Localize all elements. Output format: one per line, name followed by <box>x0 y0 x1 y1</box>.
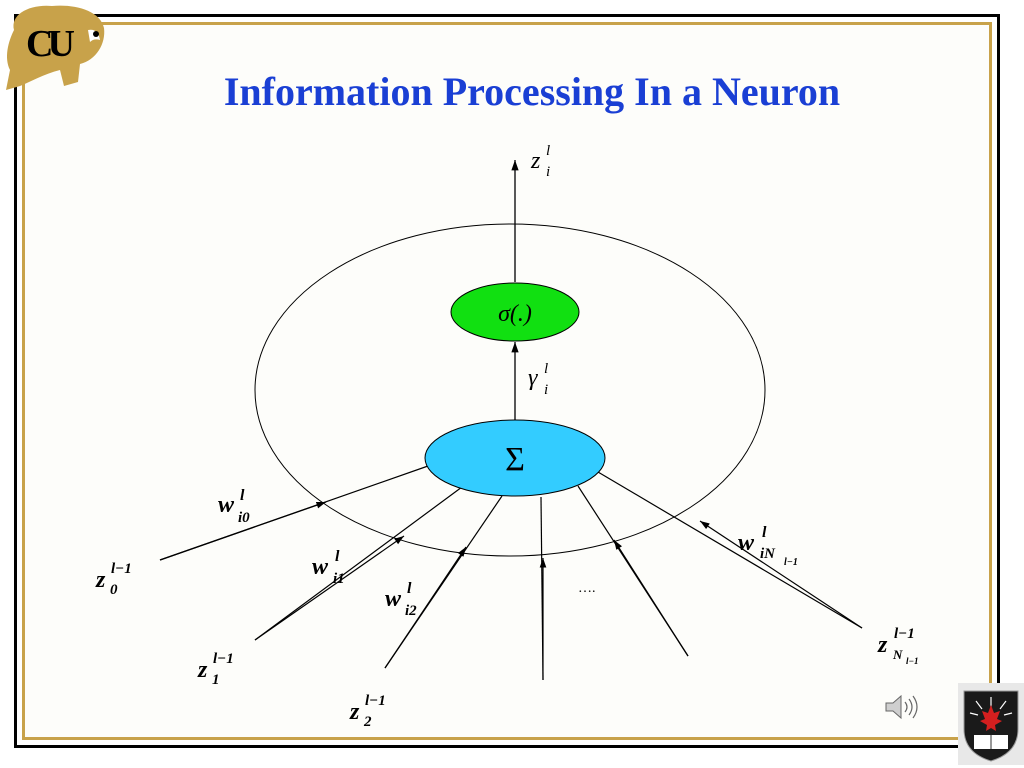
weight-1-sup: l <box>335 548 340 565</box>
input-0-sub: 0 <box>110 582 118 598</box>
slide-border-inner <box>22 22 992 740</box>
input-label-n: z l−1 N l−1 <box>877 626 918 666</box>
input-0-sup: l−1 <box>111 561 132 577</box>
input-label-0: z l−1 0 <box>95 561 132 598</box>
summation-node <box>424 419 606 497</box>
weight-label-2: w l i2 <box>385 580 417 619</box>
activation-label: σ(.) <box>498 301 532 327</box>
weight-0-base: w <box>218 492 235 518</box>
weight-1-sub: i1 <box>333 571 345 587</box>
weight-n-subsub: l−1 <box>784 557 798 568</box>
maple-leaf-crest-logo <box>958 683 1024 765</box>
net-label-base: γ <box>528 365 538 391</box>
input-arrow-0 <box>159 501 327 561</box>
output-label-sup: l <box>546 143 550 159</box>
input-line-1 <box>254 486 463 641</box>
input-arrow-2 <box>384 546 467 669</box>
weight-2-sup: l <box>407 580 412 597</box>
weight-n-base: w <box>738 530 755 556</box>
activation-node <box>450 282 580 342</box>
input-2-sub: 2 <box>363 714 372 730</box>
weight-label-0: w l i0 <box>218 487 250 526</box>
net-label-sup: l <box>544 361 548 377</box>
input-1-sup: l−1 <box>213 651 234 667</box>
ellipsis: …. <box>578 581 596 596</box>
weight-2-sub: i2 <box>405 603 417 619</box>
weight-0-sup: l <box>240 487 245 504</box>
net-label: γ l i <box>528 361 548 398</box>
weight-n-sup: l <box>762 524 767 541</box>
weight-label-n: w l iN l−1 <box>738 524 798 568</box>
cu-logo: CU <box>6 5 105 90</box>
input-2-sup: l−1 <box>365 693 386 709</box>
summation-label: Σ <box>505 441 525 478</box>
input-n-sub: N <box>892 647 903 662</box>
weight-label-1: w l i1 <box>312 548 345 587</box>
input-arrow-4 <box>613 539 689 657</box>
input-line-n <box>597 471 863 629</box>
input-label-2: z l−1 2 <box>349 693 386 730</box>
speaker-icon[interactable] <box>885 694 918 720</box>
input-2-base: z <box>349 699 360 725</box>
weight-2-base: w <box>385 586 402 612</box>
input-arrow-1 <box>254 535 405 641</box>
output-label: z l i <box>530 143 550 180</box>
output-label-sub: i <box>546 164 550 180</box>
weight-n-sub: iN <box>760 546 776 562</box>
weight-1-base: w <box>312 554 329 580</box>
input-n-subsub: l−1 <box>906 656 918 666</box>
neuron-boundary <box>254 223 766 557</box>
input-1-sub: 1 <box>212 672 220 688</box>
slide-title: Information Processing In a Neuron <box>223 69 841 114</box>
input-n-base: z <box>877 632 888 658</box>
input-arrow-n <box>699 520 863 629</box>
weight-0-sub: i0 <box>238 510 250 526</box>
net-label-sub: i <box>544 382 548 398</box>
output-label-base: z <box>530 148 541 174</box>
input-1-base: z <box>197 657 208 683</box>
slide-border-outer <box>14 14 1000 748</box>
input-0-base: z <box>95 567 106 593</box>
input-label-1: z l−1 1 <box>197 651 234 688</box>
input-n-sup: l−1 <box>894 626 915 642</box>
